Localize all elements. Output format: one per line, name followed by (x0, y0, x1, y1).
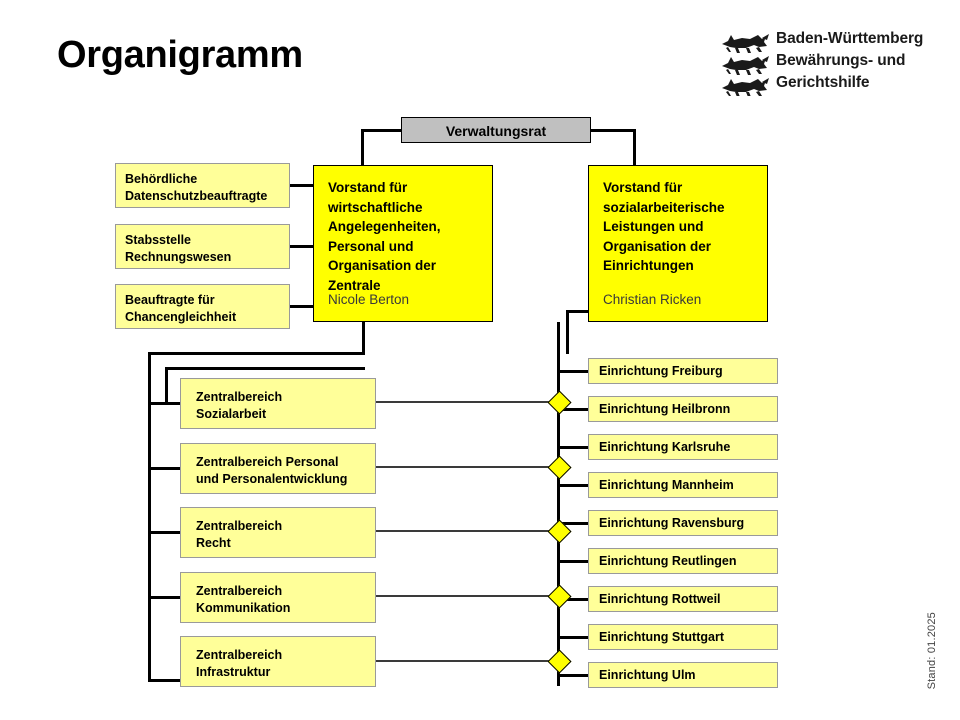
einrichtung-ravensburg-label: Einrichtung Ravensburg (599, 516, 745, 530)
crosslink-1 (376, 401, 552, 403)
connector-board-left-down (362, 322, 365, 354)
connector-staff-2 (290, 245, 314, 248)
vorstand-sozial-person: Christian Ricken (603, 292, 702, 307)
node-zentralbereich-recht[interactable]: Zentralbereich Recht (180, 507, 376, 558)
einrichtung-stuttgart-label: Einrichtung Stuttgart (599, 630, 724, 644)
zentralbereich-personal-label: Zentralbereich Personal und Personalentw… (196, 455, 348, 486)
crosslink-5 (376, 660, 552, 662)
connector-sozialarbeit-elbow-h (165, 367, 365, 370)
zentralbereich-sozialarbeit-label: Zentralbereich Sozialarbeit (196, 390, 283, 421)
node-einrichtung-rottweil[interactable]: Einrichtung Rottweil (588, 586, 778, 612)
logo-text: Baden-Württemberg Bewährungs- und Gerich… (776, 28, 946, 94)
einrichtung-freiburg-label: Einrichtung Freiburg (599, 364, 723, 378)
junction-diamond-5 (547, 649, 572, 674)
node-vorstand-wirtschaft[interactable]: Vorstand für wirtschaftliche Angelegenhe… (313, 165, 493, 322)
vorstand-wirtschaft-person: Nicole Berton (328, 292, 410, 307)
node-verwaltungsrat[interactable]: Verwaltungsrat (401, 117, 591, 143)
connector-central-stub-3 (148, 531, 182, 534)
connector-facility-stub-5 (557, 522, 590, 525)
connector-council-right-h (591, 129, 636, 132)
crosslink-2 (376, 466, 552, 468)
node-einrichtung-freiburg[interactable]: Einrichtung Freiburg (588, 358, 778, 384)
node-einrichtung-heilbronn[interactable]: Einrichtung Heilbronn (588, 396, 778, 422)
node-zentralbereich-infrastruktur[interactable]: Zentralbereich Infrastruktur (180, 636, 376, 687)
page-title: Organigramm (57, 34, 303, 76)
connector-central-top-h (148, 352, 365, 355)
einrichtung-reutlingen-label: Einrichtung Reutlingen (599, 554, 737, 568)
connector-facility-stub-9 (557, 674, 590, 677)
node-staff-chancengleichheit[interactable]: Beauftragte für Chancengleichheit (115, 284, 290, 329)
date-stamp: Stand: 01.2025 (926, 612, 938, 690)
connector-sozialarbeit-elbow-v (165, 367, 168, 403)
crosslink-3 (376, 530, 552, 532)
node-staff-datenschutz[interactable]: Behördliche Datenschutzbeauftragte (115, 163, 290, 208)
node-zentralbereich-personal[interactable]: Zentralbereich Personal und Personalentw… (180, 443, 376, 494)
junction-diamond-4 (547, 584, 572, 609)
node-zentralbereich-sozialarbeit[interactable]: Zentralbereich Sozialarbeit (180, 378, 376, 429)
connector-council-right-v (633, 129, 636, 168)
zentralbereich-kommunikation-label: Zentralbereich Kommunikation (196, 584, 291, 615)
zentralbereich-infrastruktur-label: Zentralbereich Infrastruktur (196, 648, 283, 679)
connector-council-left-v (361, 129, 364, 168)
connector-central-stub-1 (148, 402, 182, 405)
zentralbereich-recht-label: Zentralbereich Recht (196, 519, 283, 550)
node-einrichtung-ravensburg[interactable]: Einrichtung Ravensburg (588, 510, 778, 536)
logo: Baden-Württemberg Bewährungs- und Gerich… (718, 28, 943, 98)
connector-council-left-h (361, 129, 402, 132)
connector-staff-1 (290, 184, 314, 187)
three-lions-crest-icon (722, 34, 769, 96)
connector-facility-stub-7 (557, 598, 590, 601)
connector-board-right-stub (566, 310, 590, 313)
crosslink-4 (376, 595, 552, 597)
verwaltungsrat-label: Verwaltungsrat (445, 123, 547, 139)
connector-facility-trunk (557, 322, 560, 686)
connector-staff-3 (290, 305, 314, 308)
node-einrichtung-stuttgart[interactable]: Einrichtung Stuttgart (588, 624, 778, 650)
vorstand-wirtschaft-heading: Vorstand für wirtschaftliche Angelegenhe… (328, 180, 441, 293)
einrichtung-rottweil-label: Einrichtung Rottweil (599, 592, 721, 606)
connector-facility-stub-1 (557, 370, 590, 373)
node-einrichtung-ulm[interactable]: Einrichtung Ulm (588, 662, 778, 688)
node-einrichtung-reutlingen[interactable]: Einrichtung Reutlingen (588, 548, 778, 574)
connector-central-stub-4 (148, 596, 182, 599)
einrichtung-karlsruhe-label: Einrichtung Karlsruhe (599, 440, 731, 454)
node-staff-rechnungswesen[interactable]: Stabsstelle Rechnungswesen (115, 224, 290, 269)
staff-datenschutz-label: Behördliche Datenschutzbeauftragte (125, 172, 268, 203)
staff-chancengleichheit-label: Beauftragte für Chancengleichheit (125, 293, 237, 324)
node-zentralbereich-kommunikation[interactable]: Zentralbereich Kommunikation (180, 572, 376, 623)
connector-facility-stub-4 (557, 484, 590, 487)
logo-line-3: Gerichtshilfe (776, 74, 870, 91)
einrichtung-heilbronn-label: Einrichtung Heilbronn (599, 402, 731, 416)
logo-line-2: Bewährungs- und (776, 52, 906, 69)
connector-facility-stub-3 (557, 446, 590, 449)
node-einrichtung-mannheim[interactable]: Einrichtung Mannheim (588, 472, 778, 498)
connector-facility-stub-2 (557, 408, 590, 411)
node-vorstand-sozial[interactable]: Vorstand für sozialarbeiterische Leistun… (588, 165, 768, 322)
einrichtung-ulm-label: Einrichtung Ulm (599, 668, 696, 682)
connector-central-trunk (148, 352, 151, 682)
vorstand-sozial-heading: Vorstand für sozialarbeiterische Leistun… (603, 180, 725, 274)
connector-board-right-v (566, 310, 569, 354)
connector-facility-stub-6 (557, 560, 590, 563)
einrichtung-mannheim-label: Einrichtung Mannheim (599, 478, 734, 492)
node-einrichtung-karlsruhe[interactable]: Einrichtung Karlsruhe (588, 434, 778, 460)
logo-line-1: Baden-Württemberg (776, 30, 924, 47)
staff-rechnungswesen-label: Stabsstelle Rechnungswesen (125, 233, 232, 264)
junction-diamond-2 (547, 455, 572, 480)
connector-central-stub-5 (148, 679, 182, 682)
connector-facility-stub-8 (557, 636, 590, 639)
connector-central-stub-2 (148, 467, 182, 470)
